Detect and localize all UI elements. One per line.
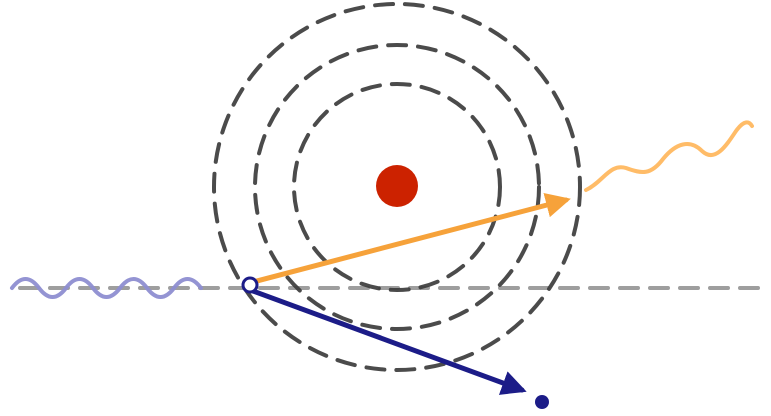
scattered-photon-arrow [250, 192, 571, 285]
scattering-point [241, 276, 259, 294]
outer-electron-shell [212, 2, 582, 372]
scattered-photon-wave [584, 120, 754, 192]
incoming-photon-wave [10, 277, 203, 299]
recoil-electron [535, 395, 549, 409]
middle-electron-shell [253, 43, 541, 331]
inner-electron-shell [292, 82, 502, 292]
electron-recoil-arrow [250, 288, 527, 395]
nucleus [376, 165, 418, 207]
